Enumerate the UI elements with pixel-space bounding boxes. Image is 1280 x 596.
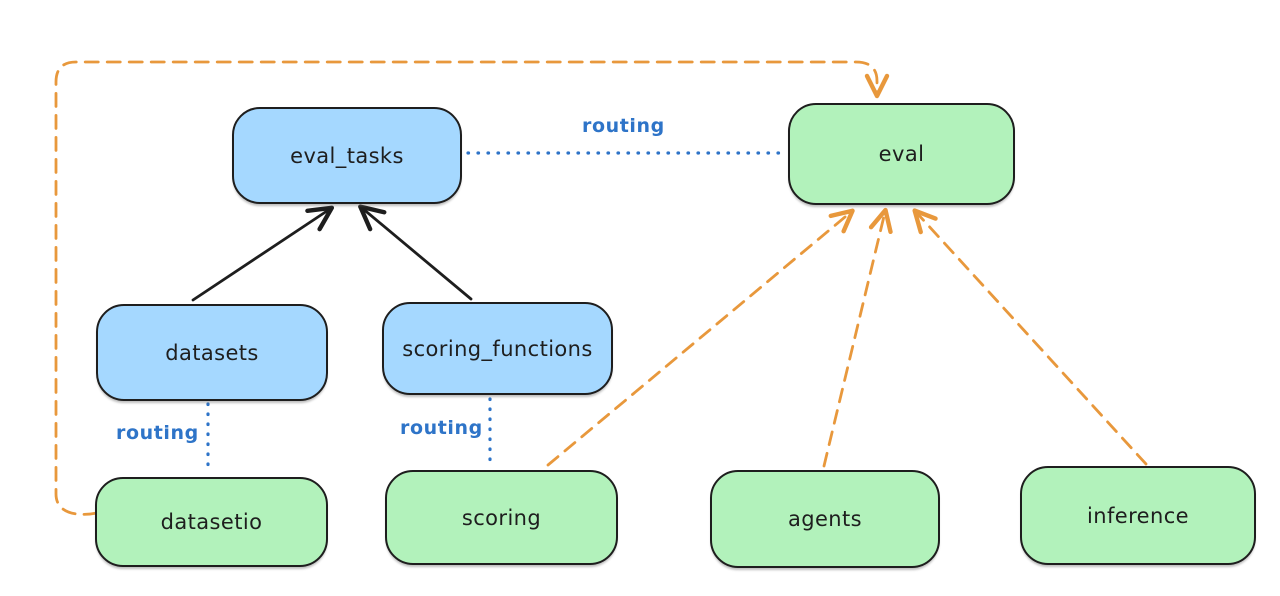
node-eval-label: eval xyxy=(878,142,925,166)
node-scoring-functions-label: scoring_functions xyxy=(402,336,593,361)
node-datasetio: datasetio xyxy=(95,477,328,567)
node-inference-label: inference xyxy=(1087,503,1189,528)
node-datasets: datasets xyxy=(96,304,328,401)
node-eval-tasks: eval_tasks xyxy=(232,107,462,204)
node-scoring: scoring xyxy=(385,470,618,565)
node-inference: inference xyxy=(1020,466,1256,565)
edge-datasets-to-eval-tasks xyxy=(191,205,335,302)
node-eval-tasks-label: eval_tasks xyxy=(290,143,404,168)
node-agents-label: agents xyxy=(787,507,862,531)
node-agents: agents xyxy=(710,470,940,568)
edge-agents-to-eval xyxy=(822,207,893,468)
routing-label-scoring-functions-scoring: routing xyxy=(400,417,483,439)
routing-label-datasets-datasetio: routing xyxy=(116,422,199,444)
edge-scoring-to-eval xyxy=(546,208,855,467)
edge-inference-to-eval xyxy=(912,208,1148,466)
node-datasets-label: datasets xyxy=(165,340,259,365)
node-datasetio-label: datasetio xyxy=(160,510,263,534)
routing-label-eval-tasks-eval: routing xyxy=(582,115,665,137)
edge-scoring-functions-to-eval-tasks xyxy=(358,204,473,301)
node-scoring-label: scoring xyxy=(461,505,542,530)
edge-datasetio-to-eval xyxy=(54,60,890,516)
node-eval: eval xyxy=(788,103,1015,205)
node-scoring-functions: scoring_functions xyxy=(382,302,613,395)
